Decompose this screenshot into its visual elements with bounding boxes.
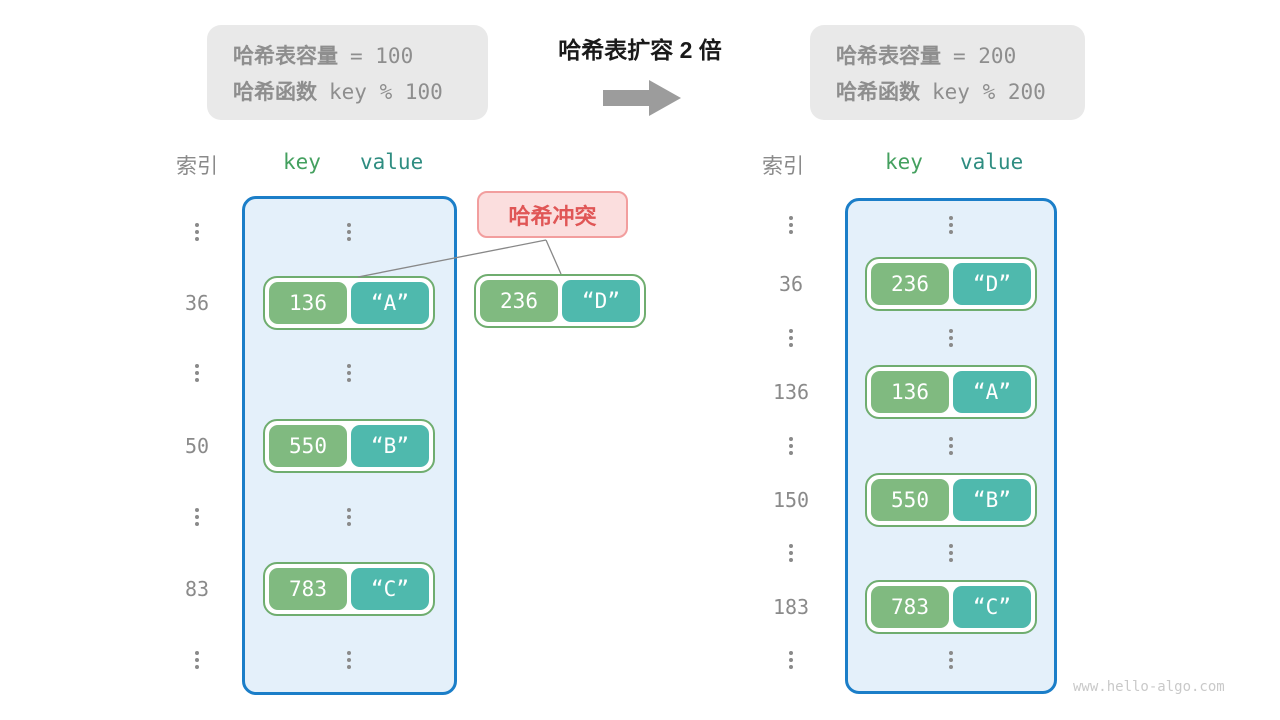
hash-collision-label: 哈希冲突 [477,191,628,238]
index-label: 36 [184,291,210,315]
value-box: “A” [351,282,429,324]
value-box: “B” [953,479,1031,521]
kv-pair: 550 “B” [865,473,1037,527]
value-box: “C” [953,586,1031,628]
ellipsis-dots [789,544,793,562]
capacity-value: = 100 [350,44,414,68]
value-box: “D” [953,263,1031,305]
key-box: 136 [871,371,949,413]
index-label: 50 [184,434,210,458]
capacity-box-new: 哈希表容量 = 200 哈希函数 key % 200 [810,25,1085,120]
kv-pair: 783 “C” [865,580,1037,634]
index-label: 36 [778,272,804,296]
kv-pair: 550 “B” [263,419,435,473]
index-column-header: 索引 [762,155,804,178]
ellipsis-dots [949,437,953,455]
capacity-value: = 200 [953,44,1017,68]
index-label: 83 [184,577,210,601]
ellipsis-dots [347,651,351,669]
key-box: 783 [269,568,347,610]
capacity-box-old: 哈希表容量 = 100 哈希函数 key % 100 [207,25,488,120]
ellipsis-dots [949,329,953,347]
hash-function-label: 哈希函数 [836,81,920,104]
ellipsis-dots [195,364,199,382]
value-column-header: value [360,150,424,174]
ellipsis-dots [949,544,953,562]
index-label: 150 [772,488,810,512]
ellipsis-dots [195,651,199,669]
index-label: 136 [772,380,810,404]
key-box: 550 [871,479,949,521]
capacity-line: 哈希表容量 = 100 [233,38,462,74]
ellipsis-dots [789,437,793,455]
capacity-line: 哈希表容量 = 200 [836,38,1059,74]
diagram-title: 哈希表扩容 2 倍 [558,37,722,63]
key-box: 783 [871,586,949,628]
value-box: “A” [953,371,1031,413]
key-column-header: key [283,150,321,174]
capacity-label: 哈希表容量 [233,45,338,68]
kv-pair: 136 “A” [263,276,435,330]
value-box: “C” [351,568,429,610]
hash-function-value: key % 100 [329,80,443,104]
value-box: “D” [562,280,640,322]
hash-function-value: key % 200 [932,80,1046,104]
index-column-header: 索引 [176,155,218,178]
key-box: 136 [269,282,347,324]
ellipsis-dots [347,508,351,526]
ellipsis-dots [347,223,351,241]
hash-function-line: 哈希函数 key % 200 [836,74,1059,110]
ellipsis-dots [789,329,793,347]
ellipsis-dots [789,216,793,234]
hash-function-label: 哈希函数 [233,81,317,104]
value-column-header: value [960,150,1024,174]
key-box: 550 [269,425,347,467]
key-column-header: key [885,150,923,174]
ellipsis-dots [195,223,199,241]
kv-pair: 236 “D” [865,257,1037,311]
watermark: www.hello-algo.com [1073,679,1225,695]
value-box: “B” [351,425,429,467]
ellipsis-dots [347,364,351,382]
kv-pair-colliding: 236 “D” [474,274,646,328]
index-label: 183 [772,595,810,619]
ellipsis-dots [949,651,953,669]
kv-pair: 136 “A” [865,365,1037,419]
hash-function-line: 哈希函数 key % 100 [233,74,462,110]
capacity-label: 哈希表容量 [836,45,941,68]
key-box: 236 [480,280,558,322]
ellipsis-dots [949,216,953,234]
key-box: 236 [871,263,949,305]
expand-arrow-icon [603,80,681,116]
ellipsis-dots [195,508,199,526]
kv-pair: 783 “C” [263,562,435,616]
ellipsis-dots [789,651,793,669]
